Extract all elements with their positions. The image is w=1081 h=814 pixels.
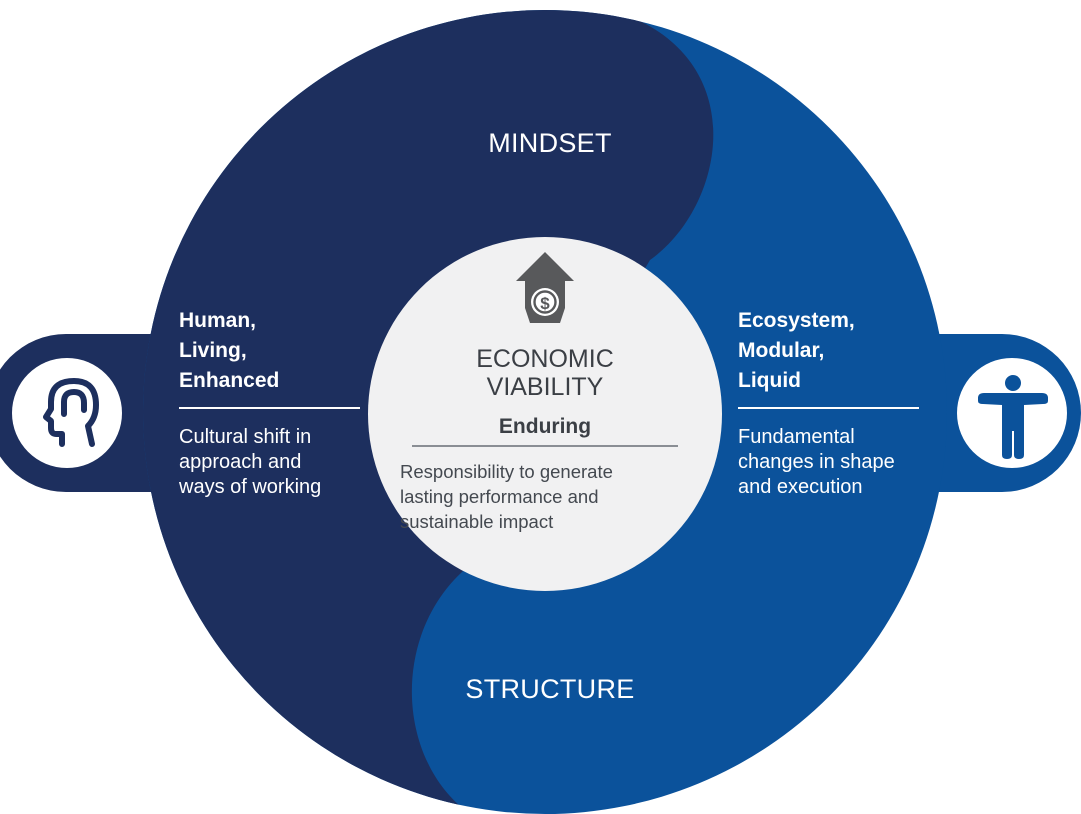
human-head-brain-icon bbox=[43, 378, 99, 447]
left-desc-line: ways of working bbox=[179, 476, 322, 498]
center-desc-line: Responsibility to generate bbox=[400, 461, 613, 482]
mindset-label: MINDSET bbox=[488, 128, 612, 158]
right-desc-line: changes in shape bbox=[738, 451, 895, 473]
center-desc-line: lasting performance and bbox=[400, 486, 599, 507]
person-arms-outstretched-icon bbox=[978, 375, 1048, 459]
svg-text:$: $ bbox=[540, 294, 550, 313]
right-divider bbox=[738, 407, 919, 409]
left-title-line: Enhanced bbox=[179, 369, 280, 392]
left-desc-line: approach and bbox=[179, 451, 302, 473]
center-divider bbox=[412, 445, 678, 447]
right-title-line: Modular, bbox=[738, 339, 825, 362]
right-title: Ecosystem, Modular, Liquid bbox=[738, 306, 918, 396]
center-subtitle: Enduring bbox=[498, 415, 592, 438]
right-title-line: Liquid bbox=[738, 369, 801, 392]
center-description: Responsibility to generate lasting perfo… bbox=[400, 459, 690, 534]
left-desc-line: Cultural shift in bbox=[179, 426, 312, 448]
right-desc-line: Fundamental bbox=[738, 426, 855, 448]
left-title: Human, Living, Enhanced bbox=[179, 306, 359, 396]
center-title-line: ECONOMIC bbox=[476, 345, 614, 373]
center-disc bbox=[368, 237, 722, 591]
left-title-line: Human, bbox=[179, 309, 257, 332]
left-divider bbox=[179, 407, 360, 409]
left-title-line: Living, bbox=[179, 339, 247, 362]
left-description: Cultural shift in approach and ways of w… bbox=[179, 425, 369, 500]
right-desc-line: and execution bbox=[738, 476, 863, 498]
center-title-line: VIABILITY bbox=[486, 373, 604, 401]
right-title-line: Ecosystem, bbox=[738, 309, 855, 332]
dollar-up-arrow-icon: $ bbox=[516, 252, 574, 323]
right-description: Fundamental changes in shape and executi… bbox=[738, 425, 928, 500]
center-title: ECONOMIC VIABILITY bbox=[415, 345, 675, 401]
structure-label: STRUCTURE bbox=[465, 674, 635, 704]
center-desc-line: sustainable impact bbox=[400, 511, 554, 532]
